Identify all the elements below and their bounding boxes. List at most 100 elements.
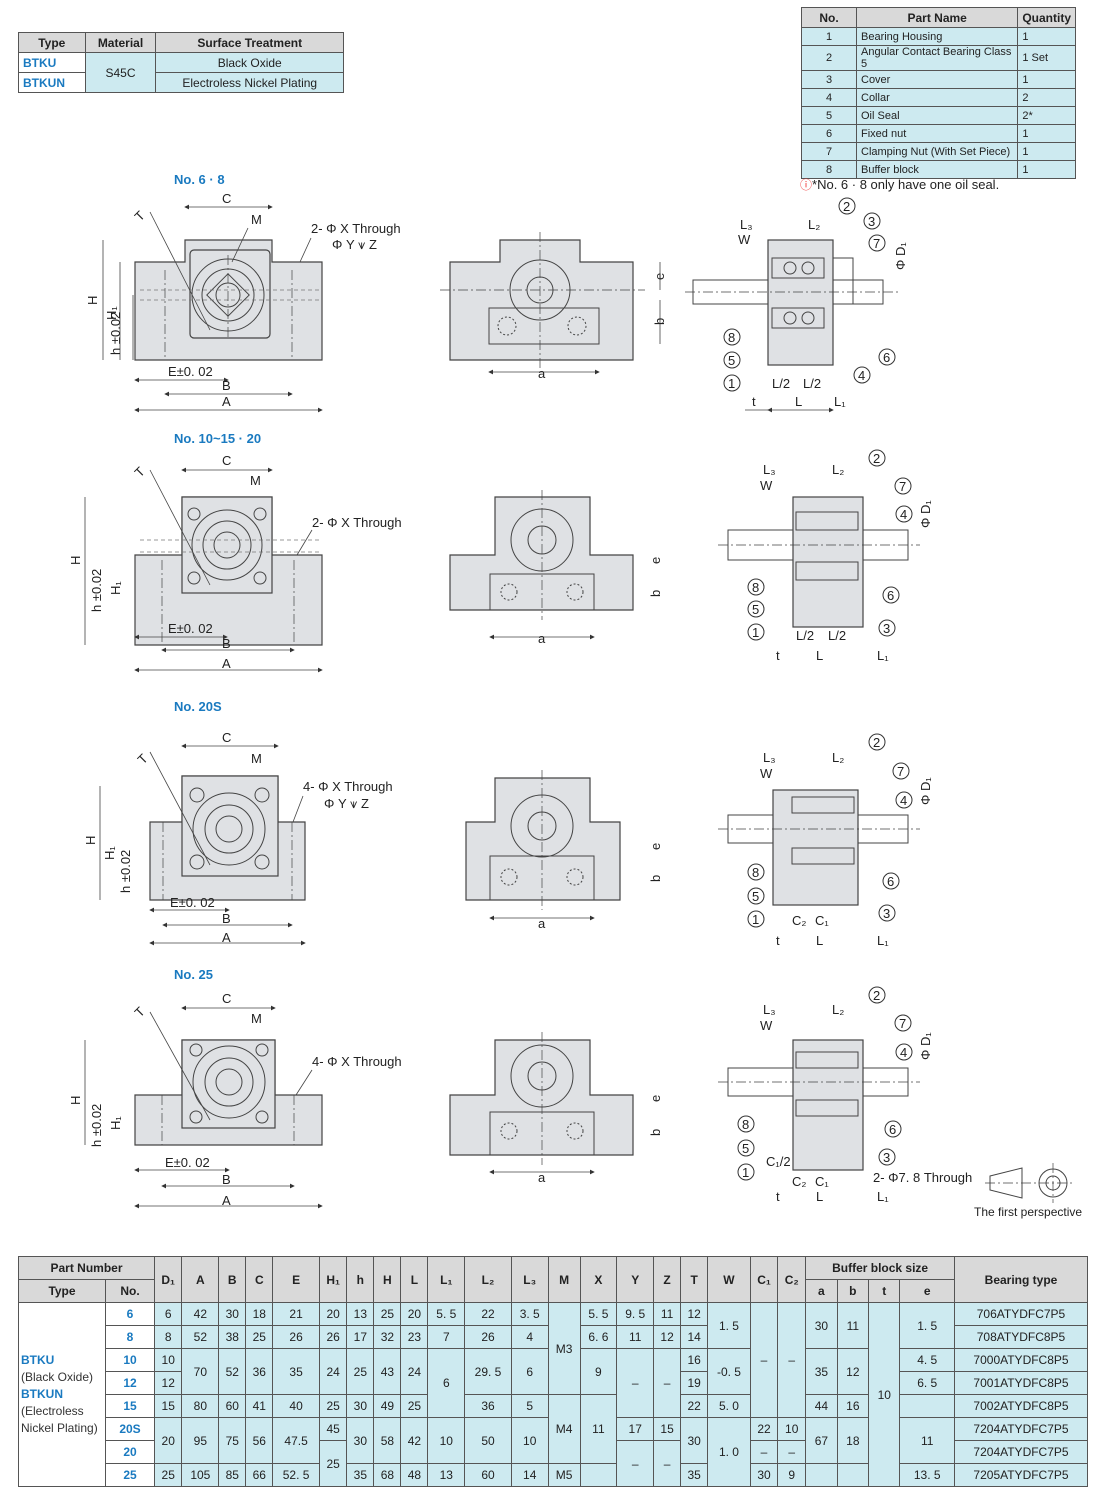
table-row: 25 25 105 85 66 52. 5 35 68 48 13 60 14 … <box>19 1463 1088 1487</box>
dim-t-3: T <box>135 751 151 767</box>
dim-sec-t-3: t <box>776 933 780 948</box>
spec-col-d1: D₁ <box>153 1256 183 1303</box>
svg-text:8: 8 <box>728 330 735 345</box>
spec-header-buffer: Buffer block size <box>805 1256 955 1280</box>
dim-sec-t-4: t <box>776 1189 780 1204</box>
svg-text:5: 5 <box>742 1141 749 1156</box>
spec-col-l2: L₂ <box>464 1256 512 1303</box>
dim-l2-4: L₂ <box>832 1002 844 1017</box>
dim-w: W <box>738 232 751 247</box>
dim-a-3: A <box>222 930 231 945</box>
technical-drawings: .body{fill:#dfe1e4;stroke:#444;stroke-wi… <box>68 191 1075 1209</box>
through-label-1: 2- Φ X Through <box>311 221 401 236</box>
dim-h1-2: H₁ <box>108 581 123 595</box>
mat-type-btku: BTKU <box>18 52 86 73</box>
dim-side-e-2: e <box>648 557 663 564</box>
parts-cell-no: 4 <box>801 88 857 107</box>
section-view-6-8: L₃ W L₂ Φ D₁ L/2 L/2 t L L₁ <box>685 217 908 413</box>
dim-l-half-2: L/2 <box>803 376 821 391</box>
parts-cell-no: 8 <box>801 160 857 179</box>
parts-cell-no: 3 <box>801 70 857 89</box>
spec-type-cell: BTKU (Black Oxide) BTKUN (Electroless Ni… <box>18 1302 106 1487</box>
parts-cell-no: 5 <box>801 106 857 125</box>
section-view-25: L₃ W L₂ Φ D₁ C₁/2 C₂ C₁ t L L₁ 2- Φ7. 8 … <box>718 986 972 1204</box>
svg-text:6: 6 <box>887 588 894 603</box>
svg-text:3: 3 <box>883 906 890 921</box>
parts-cell-no: 7 <box>801 142 857 161</box>
dim-e-4: E±0. 02 <box>165 1155 210 1170</box>
section-view-10-20: L₃ W L₂ Φ D₁ L/2 L/2 t L L₁ 2 7 4 8 5 1 … <box>718 449 933 663</box>
dim-small-h-4: h ±0.02 <box>89 1104 104 1147</box>
dim-sec-l1-2: L₁ <box>877 648 889 663</box>
spec-col-a: A <box>181 1256 220 1303</box>
dim-h-4: H <box>68 1096 83 1105</box>
dim-sec-t-2: t <box>776 648 780 663</box>
spec-col-l: L <box>400 1256 429 1303</box>
dim-side-e-3: e <box>648 843 663 850</box>
spec-col-t: T <box>680 1256 709 1303</box>
spec-col-hh: H <box>373 1256 402 1303</box>
dim-m-2: M <box>250 473 261 488</box>
dim-sec-l1-3: L₁ <box>877 933 889 948</box>
front-view-10-20: C M T H h ±0.02 H₁ E±0. 02 B A 2- Φ X Th… <box>68 453 402 673</box>
note-text: *No. 6 · 8 only have one oil seal. <box>812 177 1000 192</box>
dim-m-4: M <box>251 1011 262 1026</box>
dim-a-2: A <box>222 656 231 671</box>
svg-text:6: 6 <box>887 874 894 889</box>
parts-cell-qty: 1 <box>1017 160 1076 179</box>
dim-sec-l-3: L <box>816 933 823 948</box>
spec-col-w: W <box>707 1256 751 1303</box>
dim-sec-l: L <box>795 394 802 409</box>
section-title-1: No. 6 · 8 <box>174 172 225 187</box>
dim-w-3: W <box>760 766 773 781</box>
spec-col-buf-a: a <box>805 1279 838 1303</box>
dim-l3-2: L₃ <box>763 462 776 477</box>
dim-h: H <box>85 296 100 305</box>
dim-side-b-2: b <box>648 590 663 597</box>
dim-small-h-2: h ±0.02 <box>89 569 104 612</box>
dim-sec-l-2: L <box>816 648 823 663</box>
dim-d1-3: Φ D₁ <box>918 777 933 805</box>
oil-seal-note: ⓘ*No. 6 · 8 only have one oil seal. <box>800 176 999 193</box>
mat-treatment-1: Black Oxide <box>155 52 344 73</box>
side-view-6-8: a e b <box>440 232 667 381</box>
dim-c1-3: C₁ <box>815 913 829 928</box>
spec-col-c1: C₁ <box>749 1256 779 1303</box>
svg-text:2: 2 <box>843 199 850 214</box>
parts-cell-no: 2 <box>801 45 857 71</box>
counterbore-label-1: Φ Y ⩛ Z <box>332 237 377 252</box>
svg-text:4: 4 <box>858 368 865 383</box>
dim-t: T <box>132 208 148 224</box>
mat-header-type: Type <box>18 32 86 53</box>
spec-table: Part Number D₁ A B C E H₁ h H L L₁ L₂ L₃… <box>18 1256 1088 1487</box>
spec-col-y: Y <box>616 1256 655 1303</box>
svg-text:2: 2 <box>873 988 880 1003</box>
svg-text:3: 3 <box>883 1150 890 1165</box>
dim-side-a-2: a <box>538 631 546 646</box>
dim-c2-3: C₂ <box>792 913 806 928</box>
dim-c-4: C <box>222 991 231 1006</box>
spec-col-buf-t: t <box>868 1279 901 1303</box>
counterbore-label-3: Φ Y ⩛ Z <box>324 796 369 811</box>
mat-type-btkun: BTKUN <box>18 72 86 93</box>
spec-header-no: No. <box>105 1279 155 1303</box>
mat-treatment-2: Electroless Nickel Plating <box>155 72 344 93</box>
parts-cell-qty: 1 Set <box>1017 45 1076 71</box>
parts-header-qty: Quantity <box>1017 7 1076 28</box>
table-row: 20S 20 95 75 56 47.5 45 30 58 42 10 50 1… <box>19 1417 1088 1487</box>
dim-l3-4: L₃ <box>763 1002 776 1017</box>
svg-text:5: 5 <box>728 353 735 368</box>
dim-h1-4: H₁ <box>108 1116 123 1130</box>
svg-text:7: 7 <box>897 764 904 779</box>
through-label-3: 4- Φ X Through <box>303 779 393 794</box>
front-view-6-8 <box>134 239 323 361</box>
side-view-20s: a e b <box>465 770 663 931</box>
dim-d1: Φ D₁ <box>893 242 908 270</box>
svg-text:7: 7 <box>899 479 906 494</box>
spec-col-c: C <box>245 1256 274 1303</box>
svg-text:3: 3 <box>868 214 875 229</box>
